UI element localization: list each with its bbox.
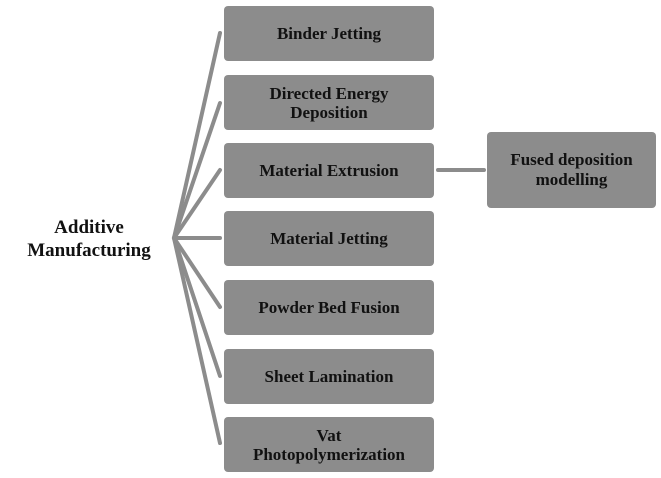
root-label-line2: Manufacturing	[27, 240, 151, 261]
node-directed-energy-deposition: Directed Energy Deposition	[224, 75, 434, 130]
connector-material-extrusion	[172, 168, 222, 240]
node-label: Material Jetting	[270, 229, 388, 248]
node-label-line1: Fused deposition	[510, 150, 633, 169]
node-label: Sheet Lamination	[264, 367, 394, 386]
node-label-line2: Deposition	[290, 102, 368, 122]
root-label-line1: Additive	[54, 217, 124, 238]
node-label: Binder Jetting	[276, 24, 382, 43]
connector-directed-energy	[172, 101, 222, 240]
node-label-line2: Photopolymerization	[252, 444, 406, 464]
node-material-extrusion: Material Extrusion	[224, 143, 434, 198]
connector-vat	[172, 236, 222, 445]
connector-powder-bed	[172, 236, 222, 309]
node-label-line2: modelling	[535, 170, 608, 189]
node-label: Powder Bed Fusion	[258, 298, 400, 317]
node-powder-bed-fusion: Powder Bed Fusion	[224, 280, 434, 335]
node-sheet-lamination: Sheet Lamination	[224, 349, 434, 404]
node-binder-jetting: Binder Jetting	[224, 6, 434, 61]
root-node-additive-manufacturing: Additive Manufacturing	[14, 216, 164, 262]
node-vat-photopolymerization: Vat Photopolymerization	[224, 417, 434, 472]
node-label: Material Extrusion	[259, 161, 399, 180]
node-material-jetting: Material Jetting	[224, 211, 434, 266]
connector-binder-jetting	[172, 31, 222, 240]
node-label-line1: Vat	[316, 425, 342, 445]
connector-sheet-lamination	[172, 236, 222, 378]
node-fused-deposition-modelling: Fused deposition modelling	[487, 132, 656, 208]
node-label-line1: Directed Energy	[269, 83, 389, 103]
